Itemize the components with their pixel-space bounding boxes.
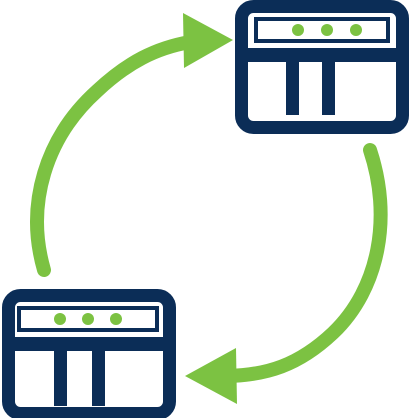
top-arc-arrow-icon (30, 13, 233, 277)
bottom-left-window-icon (2, 289, 176, 418)
top-right-window-icon (235, 0, 409, 134)
bottom-arc-arrow-icon (185, 143, 388, 404)
